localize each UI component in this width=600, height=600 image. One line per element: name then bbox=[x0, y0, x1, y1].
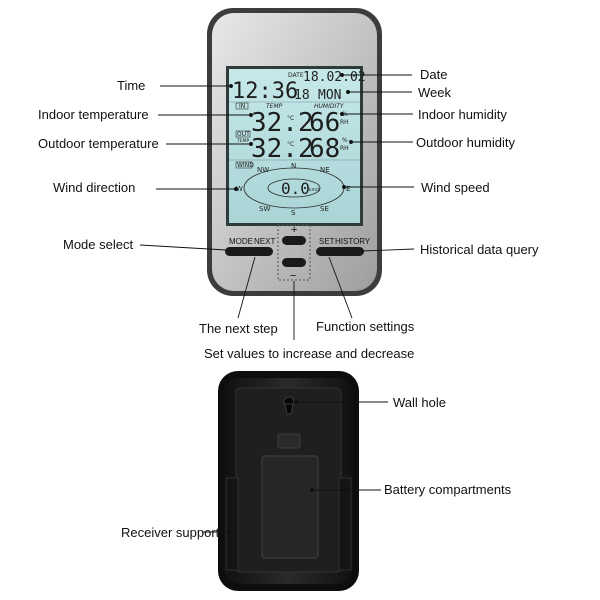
mode-label: MODE bbox=[229, 237, 253, 246]
indoor-humidity-dot bbox=[340, 112, 344, 116]
lcd-wind-tag: WIND bbox=[237, 162, 254, 169]
minus-sign: − bbox=[290, 270, 296, 282]
lcd-indoor-temp-unit: °C bbox=[287, 115, 294, 122]
outdoor-humidity-dot bbox=[349, 140, 353, 144]
mode-next-button[interactable] bbox=[225, 247, 273, 256]
label-function-settings: Function settings bbox=[316, 319, 415, 334]
history-line bbox=[361, 248, 415, 252]
battery-dot bbox=[310, 488, 314, 492]
lcd-outdoor-rh: RH bbox=[340, 145, 349, 152]
lcd-indoor-humidity: 66 bbox=[309, 108, 340, 138]
receiver-support-right bbox=[338, 477, 352, 571]
label-set-values: Set values to increase and decrease bbox=[204, 346, 414, 361]
label-date: Date bbox=[420, 67, 447, 82]
compass-n: N bbox=[291, 162, 296, 170]
set-label: SET bbox=[319, 237, 335, 246]
adjust-buttons-box bbox=[277, 224, 311, 281]
next-step-line bbox=[237, 256, 256, 319]
lcd-wind-unit: km/h bbox=[309, 187, 321, 193]
receiver-support-left bbox=[225, 477, 239, 571]
indoor-temp-dot bbox=[249, 113, 253, 117]
set-history-button[interactable] bbox=[316, 247, 364, 256]
lcd-outdoor-humidity: 68 bbox=[309, 134, 340, 164]
battery-latch[interactable] bbox=[277, 433, 301, 449]
label-receiver-support: Receiver support bbox=[121, 525, 220, 540]
lcd-outdoor-temp: 32.2 bbox=[251, 134, 314, 164]
label-time: Time bbox=[117, 78, 145, 93]
lcd-indoor-percent: % bbox=[342, 111, 348, 118]
label-week: Week bbox=[418, 85, 451, 100]
lcd-date-tag: DATE bbox=[288, 72, 304, 79]
history-label: HISTORY bbox=[335, 237, 371, 246]
back-device bbox=[218, 371, 359, 591]
lcd-in-box bbox=[235, 102, 249, 110]
wind-direction-dot bbox=[234, 187, 238, 191]
wall-hole bbox=[283, 396, 295, 415]
wall-hole-slot bbox=[284, 403, 294, 415]
compass-sw: SW bbox=[259, 205, 270, 213]
label-historical-data-query: Historical data query bbox=[420, 242, 539, 257]
lcd-time-value: 12:36 bbox=[232, 79, 298, 104]
date-dot bbox=[340, 73, 344, 77]
outdoor-temp-dot bbox=[249, 142, 253, 146]
lcd-wind-speed: 0.0 bbox=[281, 179, 310, 198]
battery-compartment-cover[interactable] bbox=[261, 455, 319, 559]
function-settings-line bbox=[328, 256, 353, 319]
label-mode-select: Mode select bbox=[63, 237, 133, 252]
front-callouts bbox=[139, 73, 415, 340]
lcd-seconds-value: 18 bbox=[294, 88, 310, 103]
wall-hole-dot bbox=[294, 400, 298, 404]
compass-s: S bbox=[291, 209, 296, 217]
lcd-screen: DATE 18.02.02 12:36 18 MON IN TEMP HUMID… bbox=[226, 66, 366, 226]
lcd-indoor-rh: RH bbox=[340, 119, 349, 126]
lcd-out-tag: OUT bbox=[237, 131, 250, 138]
lcd-out-temp-tag: TEMP bbox=[236, 138, 249, 144]
label-wind-direction: Wind direction bbox=[53, 180, 135, 195]
compass-e: E bbox=[346, 185, 350, 193]
plus-button[interactable] bbox=[282, 236, 306, 245]
lcd-outdoor-percent: % bbox=[342, 137, 348, 144]
compass-inner bbox=[267, 178, 321, 198]
receiver-support-dot bbox=[228, 530, 232, 534]
label-outdoor-humidity: Outdoor humidity bbox=[416, 135, 515, 150]
front-device: DATE 18.02.02 12:36 18 MON IN TEMP HUMID… bbox=[207, 8, 382, 296]
label-outdoor-temperature: Outdoor temperature bbox=[38, 136, 159, 151]
label-battery-compartments: Battery compartments bbox=[384, 482, 512, 497]
time-dot bbox=[229, 84, 233, 88]
mode-select-line bbox=[139, 244, 227, 251]
lcd-out-box bbox=[235, 130, 251, 138]
next-label: NEXT bbox=[254, 237, 275, 246]
lcd-humidity-tag: HUMIDITY bbox=[314, 103, 345, 110]
compass-se: SE bbox=[320, 205, 329, 213]
plus-sign: + bbox=[291, 224, 297, 236]
label-wall-hole: Wall hole bbox=[393, 395, 446, 410]
minus-button[interactable] bbox=[282, 258, 306, 267]
lcd-temp-tag: TEMP bbox=[266, 103, 283, 110]
wind-speed-dot bbox=[342, 185, 346, 189]
back-callouts bbox=[202, 400, 388, 534]
lcd-weekday-value: MON bbox=[318, 88, 341, 103]
label-indoor-temperature: Indoor temperature bbox=[38, 107, 149, 122]
compass-w: W bbox=[236, 185, 243, 193]
lcd-indoor-temp: 32.2 bbox=[251, 108, 314, 138]
compass-ne: NE bbox=[320, 166, 330, 174]
lcd-in-tag: IN bbox=[239, 103, 245, 110]
label-next-step: The next step bbox=[199, 321, 278, 336]
lcd-date-value: 18.02.02 bbox=[303, 70, 366, 85]
label-wind-speed: Wind speed bbox=[421, 180, 490, 195]
week-dot bbox=[346, 90, 350, 94]
lcd-outdoor-temp-unit: °C bbox=[287, 141, 294, 148]
label-indoor-humidity: Indoor humidity bbox=[418, 107, 507, 122]
compass-nw: NW bbox=[257, 166, 269, 174]
lcd-wind-box bbox=[235, 161, 253, 169]
